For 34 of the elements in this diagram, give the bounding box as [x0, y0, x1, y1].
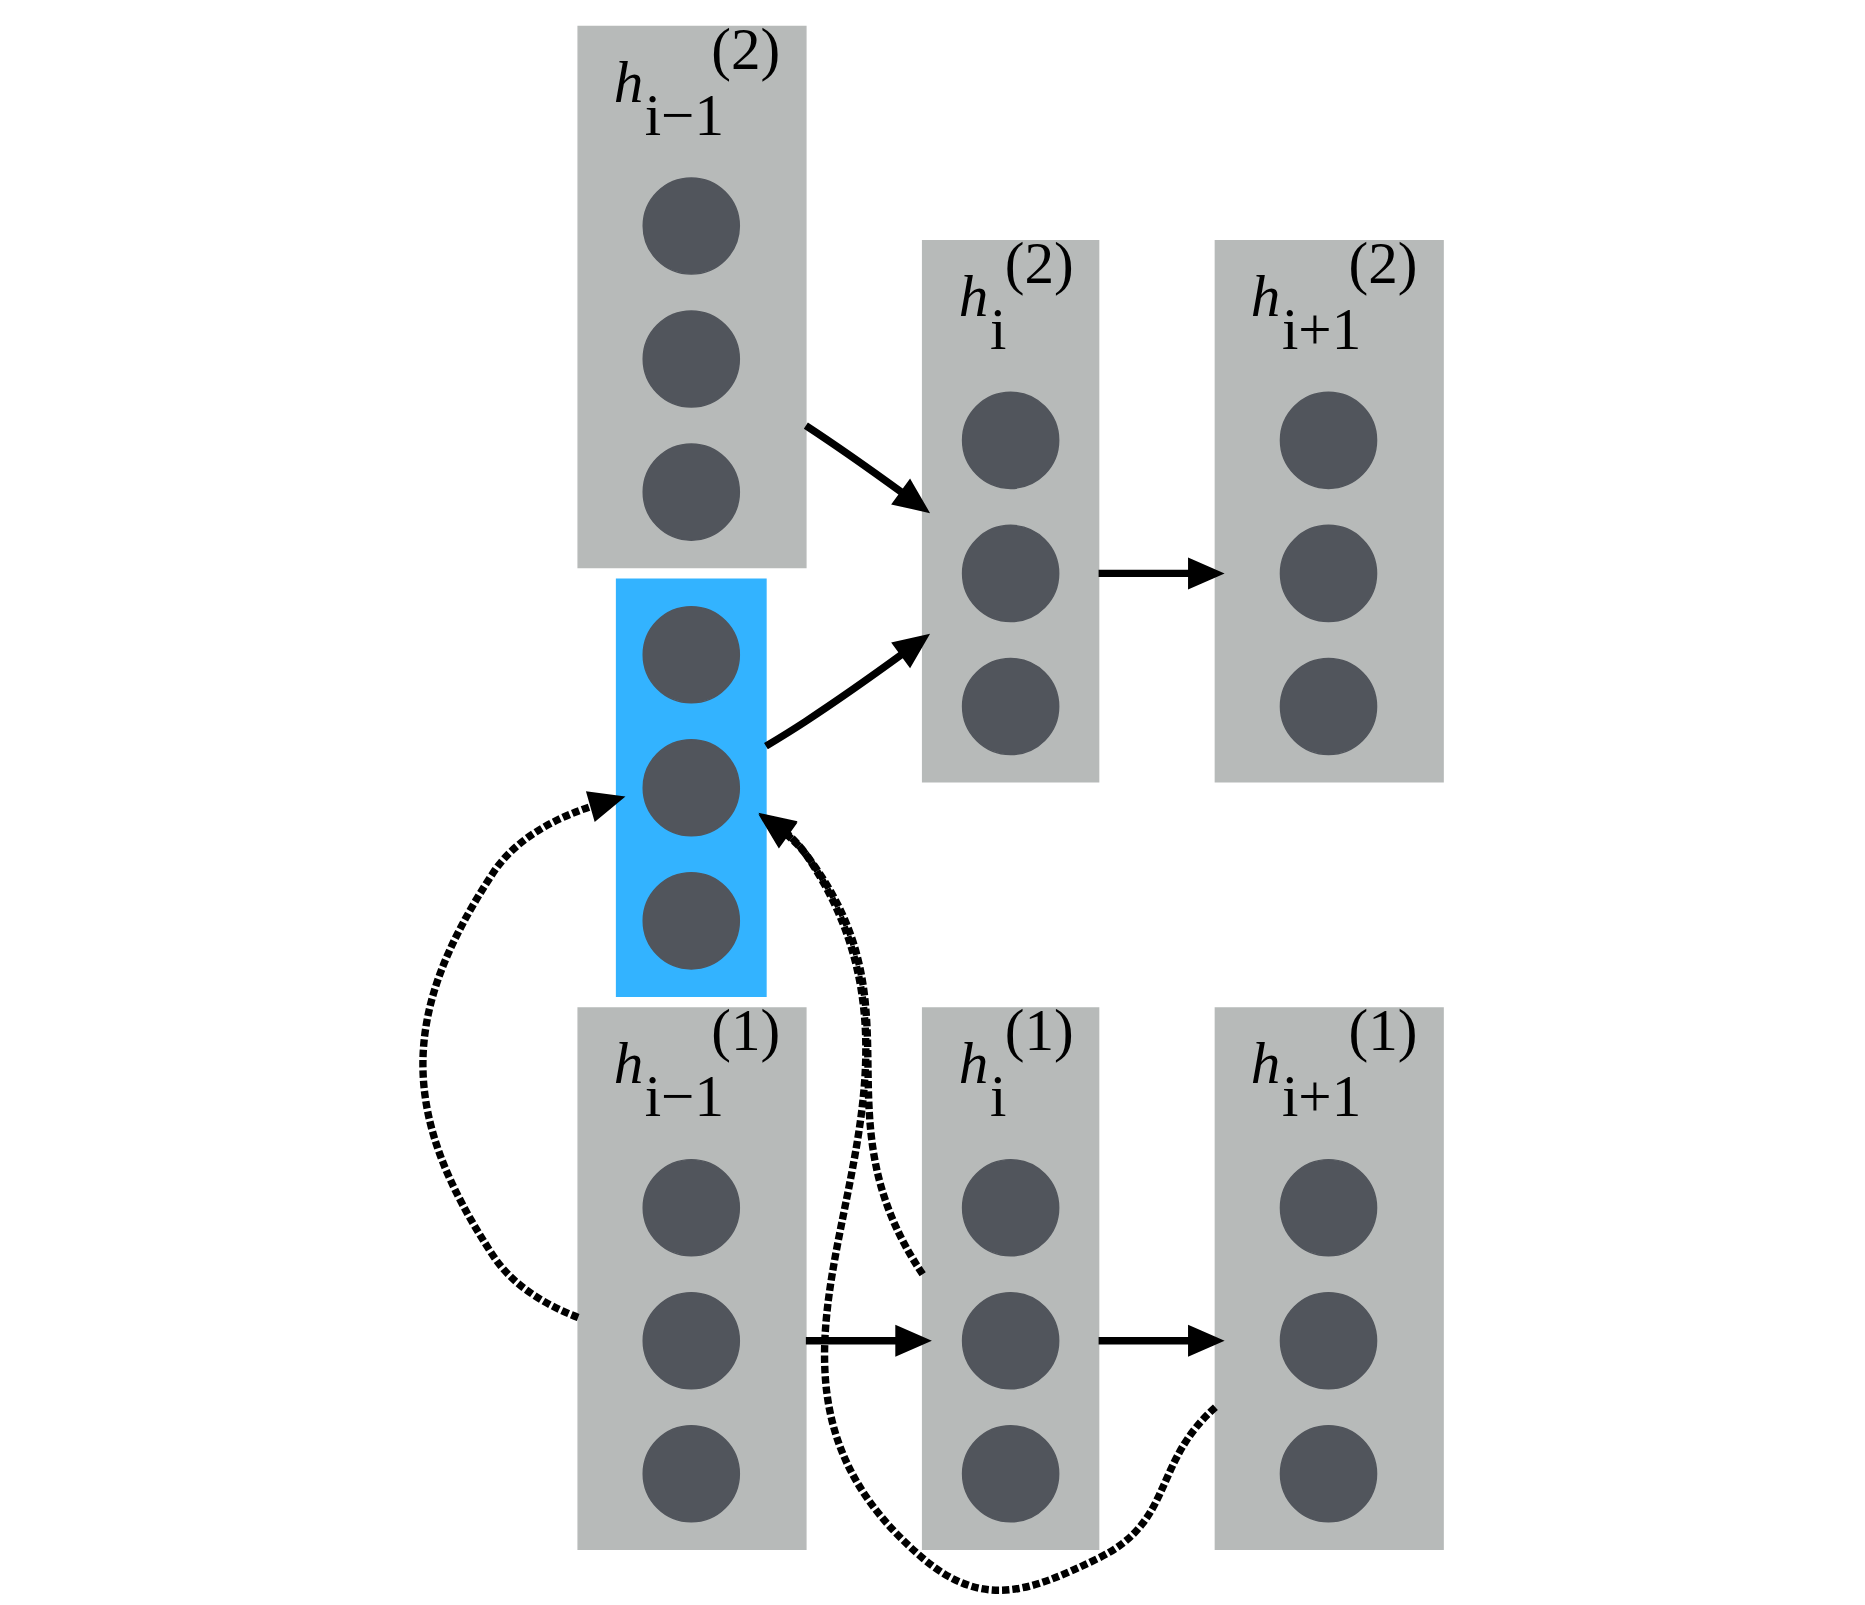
arrow: [763, 633, 930, 750]
node-circle: [1279, 391, 1377, 490]
node-circle: [642, 739, 740, 837]
node-circle: [642, 1425, 740, 1523]
node-circle: [642, 177, 740, 275]
cluster: [1214, 1007, 1444, 1550]
node-circle: [642, 1291, 740, 1390]
node-circle: [961, 391, 1059, 490]
cluster: [576, 25, 807, 569]
node-circle: [642, 605, 740, 704]
node-circle: [1279, 657, 1377, 756]
cluster: [1214, 240, 1444, 783]
cluster: [576, 1007, 807, 1550]
node-circle: [642, 310, 740, 408]
node-circle: [1279, 1291, 1377, 1390]
arrow: [1098, 557, 1225, 590]
arrow: [418, 791, 625, 1321]
node-circle: [961, 1158, 1059, 1257]
node-circle: [642, 443, 740, 541]
arrow: [1098, 1324, 1225, 1357]
node-circle: [961, 524, 1059, 623]
node-circle: [642, 1158, 740, 1257]
cluster: [615, 578, 767, 997]
arrow: [803, 422, 930, 514]
node-circle: [961, 657, 1059, 756]
cluster: [921, 1007, 1099, 1550]
node-circle: [961, 1425, 1059, 1523]
node-circle: [961, 1291, 1059, 1390]
node-circle: [1279, 524, 1377, 623]
node-circle: [1279, 1425, 1377, 1523]
node-circle: [1279, 1158, 1377, 1257]
cluster: [921, 240, 1099, 783]
arrow: [805, 1324, 932, 1357]
node-circle: [642, 872, 740, 970]
